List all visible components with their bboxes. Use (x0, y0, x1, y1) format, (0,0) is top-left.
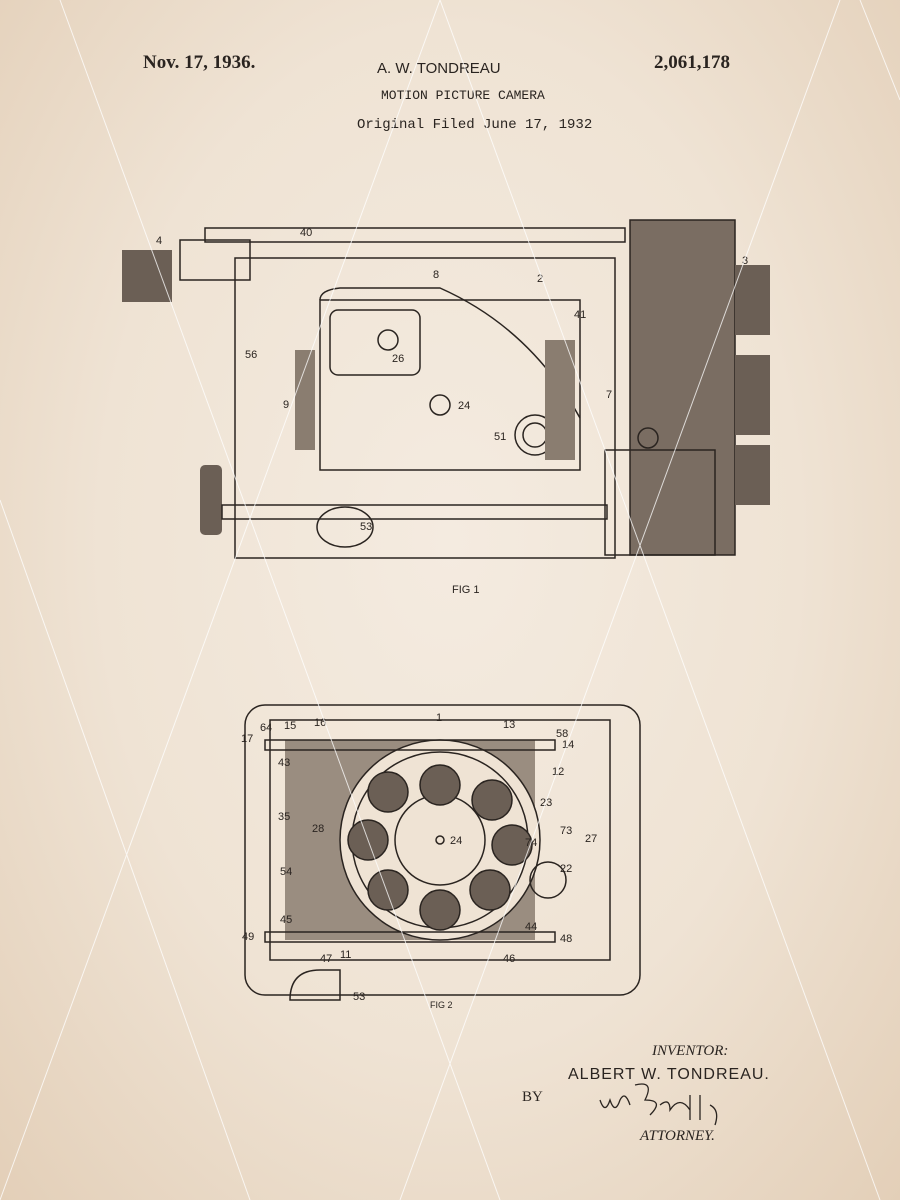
svg-text:41: 41 (574, 309, 586, 321)
svg-text:26: 26 (392, 353, 404, 365)
svg-text:49: 49 (242, 931, 254, 943)
svg-text:22: 22 (560, 863, 572, 875)
filed-date: Original Filed June 17, 1932 (357, 117, 593, 133)
svg-text:53: 53 (360, 521, 372, 533)
fig2-camera-front-view (244, 704, 641, 1001)
patent-title: MOTION PICTURE CAMERA (381, 88, 545, 103)
attorney-label: ATTORNEY. (640, 1128, 715, 1144)
svg-text:73: 73 (560, 825, 572, 837)
fig2-caption: FIG 2 (430, 1000, 453, 1010)
svg-text:9: 9 (283, 399, 289, 411)
inventor-name: ALBERT W. TONDREAU. (568, 1066, 770, 1083)
svg-text:12: 12 (552, 766, 564, 778)
svg-text:46: 46 (503, 953, 515, 965)
svg-text:51: 51 (494, 431, 506, 443)
svg-text:40: 40 (300, 227, 312, 239)
svg-text:48: 48 (560, 933, 572, 945)
fig1-caption: FIG 1 (452, 584, 480, 596)
svg-text:2: 2 (537, 273, 543, 285)
svg-text:3: 3 (742, 255, 748, 267)
inventor-line: A. W. TONDREAU (377, 60, 501, 77)
attorney-signature (599, 1083, 718, 1126)
svg-text:27: 27 (585, 833, 597, 845)
inventor-label: INVENTOR: (652, 1043, 729, 1059)
svg-text:24: 24 (458, 400, 470, 412)
svg-text:47: 47 (320, 953, 332, 965)
svg-text:15: 15 (284, 720, 296, 732)
svg-text:14: 14 (562, 739, 574, 751)
svg-text:17: 17 (241, 733, 253, 745)
svg-text:54: 54 (280, 866, 292, 878)
svg-text:13: 13 (503, 719, 515, 731)
svg-text:23: 23 (540, 797, 552, 809)
svg-text:11: 11 (340, 949, 351, 961)
svg-text:64: 64 (260, 722, 272, 734)
svg-text:45: 45 (280, 914, 292, 926)
fig1-camera-side-view (122, 219, 770, 559)
svg-text:1: 1 (436, 712, 442, 724)
by-label: BY (522, 1089, 543, 1105)
svg-text:58: 58 (556, 728, 568, 740)
svg-text:44: 44 (525, 921, 537, 933)
svg-text:56: 56 (245, 349, 257, 361)
svg-text:53: 53 (353, 991, 365, 1003)
svg-text:8: 8 (433, 269, 439, 281)
fig1-reference-numerals: 4 40 8 2 3 41 56 26 24 9 7 51 53 (156, 227, 748, 533)
svg-text:28: 28 (312, 823, 324, 835)
svg-text:24: 24 (450, 835, 462, 847)
svg-text:35: 35 (278, 811, 290, 823)
patent-date: Nov. 17, 1936. (143, 52, 256, 73)
svg-text:43: 43 (278, 757, 290, 769)
svg-text:7: 7 (606, 389, 612, 401)
svg-text:16: 16 (314, 717, 326, 729)
patent-number: 2,061,178 (654, 52, 730, 73)
svg-text:4: 4 (156, 235, 162, 247)
